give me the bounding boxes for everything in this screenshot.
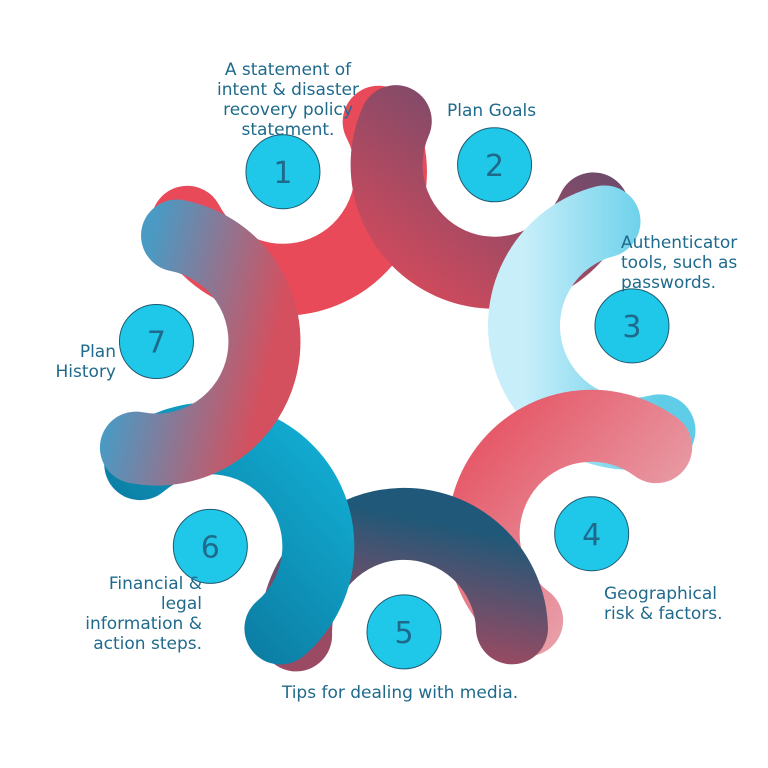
step-3-badge: 3 xyxy=(594,288,670,364)
step-4-badge: 4 xyxy=(554,496,630,572)
step-1-number: 1 xyxy=(273,156,292,191)
step-1-number-circle xyxy=(245,134,321,210)
step-6-number-circle xyxy=(172,508,248,584)
step-2-badge: 2 xyxy=(457,127,533,203)
step-5-number-circle xyxy=(366,594,442,670)
step-3-number: 3 xyxy=(622,310,641,345)
step-2-number: 2 xyxy=(485,149,504,184)
step-3-number-circle xyxy=(594,288,670,364)
step-3-label: Authenticator tools, such as passwords. xyxy=(621,233,738,293)
step-7-badge: 7 xyxy=(118,304,194,380)
step-6-badge: 6 xyxy=(172,508,248,584)
step-6-label: Financial & legal information & action s… xyxy=(85,574,202,654)
step-5-badge: 5 xyxy=(366,594,442,670)
step-2-number-circle xyxy=(457,127,533,203)
step-7-label: Plan History xyxy=(55,342,116,382)
step-5-label: Tips for dealing with media. xyxy=(281,683,519,703)
step-2-label: Plan Goals xyxy=(447,101,537,121)
step-1-badge: 1 xyxy=(245,134,321,210)
step-4-label: Geographical risk & factors. xyxy=(604,584,723,624)
arcs-layer xyxy=(99,85,696,672)
step-7-number: 7 xyxy=(147,326,166,361)
step-4-number: 4 xyxy=(582,518,601,553)
step-4-number-circle xyxy=(554,496,630,572)
step-1-label: A statement of intent & disaster recover… xyxy=(217,60,359,140)
step-7-arc xyxy=(99,199,301,486)
step-5-number: 5 xyxy=(394,616,413,651)
step-6-number: 6 xyxy=(201,530,220,565)
step-7-number-circle xyxy=(118,304,194,380)
number-circles-layer: 1 2 3 4 5 6 7 xyxy=(118,127,670,670)
